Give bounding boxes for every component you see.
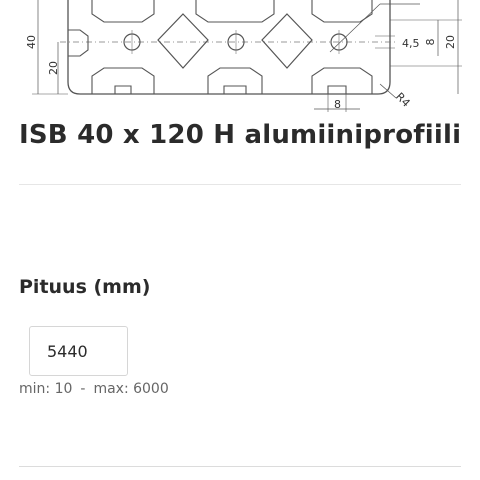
length-min-label: min: 10 xyxy=(19,381,73,397)
dimension-height-40: 40 xyxy=(25,35,38,49)
length-range-hint: min: 10-max: 6000 xyxy=(19,381,169,397)
dimension-height-20-right: 20 xyxy=(444,35,457,49)
section-divider-bottom xyxy=(19,466,461,467)
dimension-radius: R4 xyxy=(393,90,413,110)
range-separator: - xyxy=(80,381,86,397)
dimension-slot-8-bottom: 8 xyxy=(334,98,341,111)
dimension-slot-8-right: 8 xyxy=(424,39,437,46)
dimension-height-20-left: 20 xyxy=(47,61,60,75)
length-input[interactable] xyxy=(29,326,128,376)
profile-cross-section-svg: 40 20 4,5 8 20 8 R4 xyxy=(25,0,462,112)
dimension-slot-4-5: 4,5 xyxy=(402,37,420,50)
product-title: ISB 40 x 120 H alumiiniprofiili xyxy=(19,120,462,150)
section-divider xyxy=(19,184,461,185)
length-label: Pituus (mm) xyxy=(19,276,151,298)
length-max-label: max: 6000 xyxy=(93,381,169,397)
profile-technical-drawing: 40 20 4,5 8 20 8 R4 xyxy=(0,0,480,115)
